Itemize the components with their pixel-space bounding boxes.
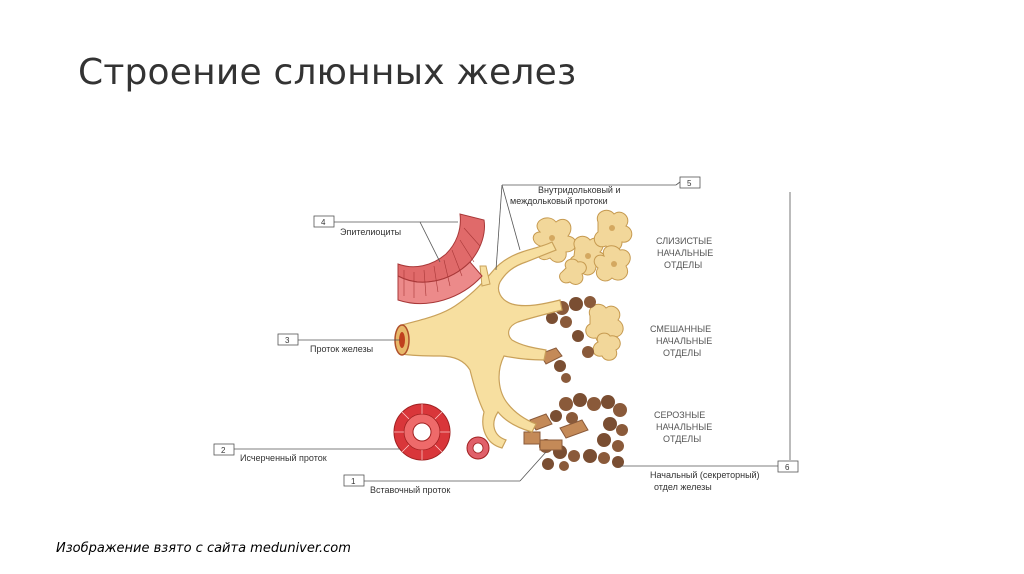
callout-box-6: 6 [778, 461, 798, 472]
region-mixed-line2: НАЧАЛЬНЫЕ [656, 336, 712, 346]
label-secretory-line2: отдел железы [654, 482, 712, 492]
region-label-serous: СЕРОЗНЫЕ НАЧАЛЬНЫЕ ОТДЕЛЫ [654, 410, 712, 444]
label-ducts-line1: Внутридольковый и [538, 185, 620, 195]
callout-number-3: 3 [285, 336, 290, 345]
callout-number-6: 6 [785, 463, 790, 472]
region-mucous-line3: ОТДЕЛЫ [664, 260, 702, 270]
callout-box-1: 1 [344, 475, 364, 486]
label-striated-duct: Исчерченный проток [240, 453, 327, 463]
label-gland-duct: Проток железы [310, 344, 373, 354]
image-source-caption: Изображение взято с сайта meduniver.com [56, 541, 351, 556]
striated-duct-cross-section [394, 404, 450, 460]
callout-box-4: 4 [314, 216, 334, 227]
epithelium-arc [398, 214, 484, 304]
callout-number-4: 4 [321, 218, 326, 227]
callout-box-2: 2 [214, 444, 234, 455]
callout-number-2: 2 [221, 446, 226, 455]
region-mixed-line3: ОТДЕЛЫ [663, 348, 701, 358]
callout-box-5: 5 [680, 177, 700, 188]
region-label-mucous: СЛИЗИСТЫЕ НАЧАЛЬНЫЕ ОТДЕЛЫ [656, 236, 713, 270]
label-intercalated-duct: Вставочный проток [370, 485, 450, 495]
region-serous-line1: СЕРОЗНЫЕ [654, 410, 705, 420]
region-label-mixed: СМЕШАННЫЕ НАЧАЛЬНЫЕ ОТДЕЛЫ [650, 324, 712, 358]
region-mixed-line1: СМЕШАННЫЕ [650, 324, 711, 334]
label-epithelium: Эпителиоциты [340, 227, 401, 237]
callout-number-5: 5 [687, 179, 692, 188]
region-mucous-line2: НАЧАЛЬНЫЕ [657, 248, 713, 258]
callout-number-1: 1 [351, 477, 356, 486]
region-serous-line2: НАЧАЛЬНЫЕ [656, 422, 712, 432]
region-mucous-line1: СЛИЗИСТЫЕ [656, 236, 712, 246]
label-ducts-line2: междольковый протоки [510, 196, 608, 206]
intercalated-duct-cross-section [467, 437, 489, 459]
callout-box-3: 3 [278, 334, 298, 345]
label-secretory-line1: Начальный (секреторный) [650, 470, 760, 480]
region-serous-line3: ОТДЕЛЫ [663, 434, 701, 444]
